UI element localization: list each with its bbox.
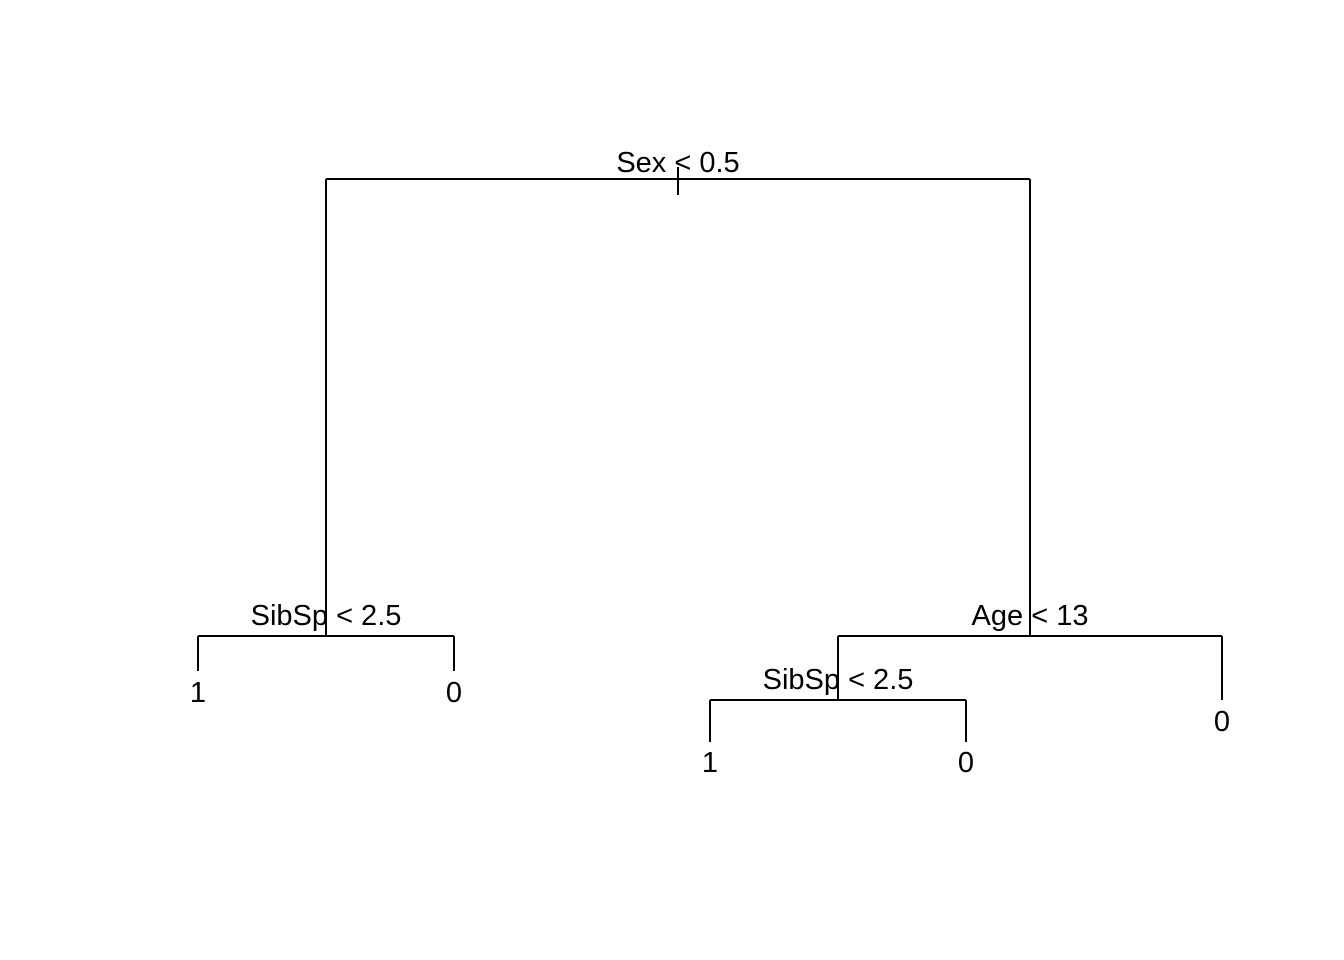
split-node-sibsp-right: SibSp < 2.5 1 0 (702, 664, 974, 779)
leaf-label-left-2: 0 (446, 677, 462, 709)
leaf-label-left-1: 1 (190, 677, 206, 709)
split-label-age: Age < 13 (972, 600, 1089, 632)
leaf-label-nested-1: 1 (702, 747, 718, 779)
split-label-sex: Sex < 0.5 (616, 147, 739, 179)
leaf-label-nested-2: 0 (958, 747, 974, 779)
split-label-sibsp-left: SibSp < 2.5 (251, 600, 402, 632)
split-label-sibsp-right: SibSp < 2.5 (763, 664, 914, 696)
split-node-sex: Sex < 0.5 (325, 147, 1031, 636)
split-node-age: Age < 13 0 (837, 600, 1230, 738)
split-node-sibsp-left: SibSp < 2.5 1 0 (190, 600, 462, 709)
leaf-label-age-right: 0 (1214, 706, 1230, 738)
